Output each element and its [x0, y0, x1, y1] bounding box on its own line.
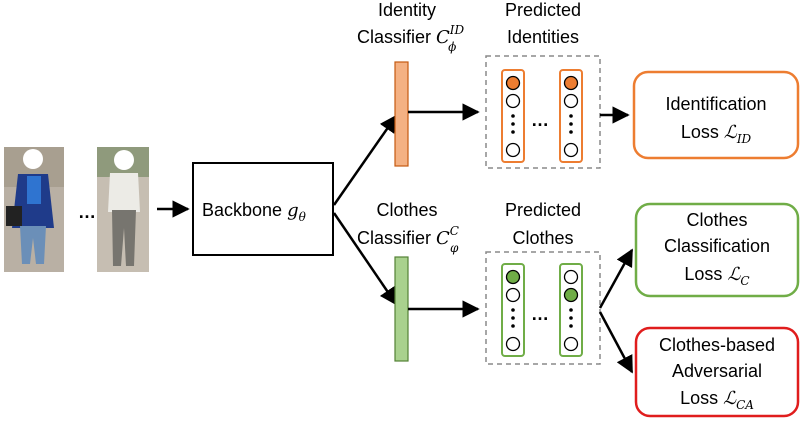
adversarial-loss-formula: Loss ℒCA: [680, 388, 754, 412]
face-blur-2: [114, 150, 134, 170]
predicted-clothes-frame: [485, 251, 601, 365]
predicted-identities-vector-1: [501, 69, 525, 163]
adversarial-loss-line1: Clothes-based: [659, 335, 775, 355]
predicted-clothes-title-2: Clothes: [512, 228, 573, 248]
adversarial-loss-box: [634, 326, 800, 418]
input-image-2: [97, 147, 149, 272]
clothes-classification-loss-box: [634, 202, 800, 298]
clothes-classifier-title: Clothes: [376, 200, 437, 220]
predicted-clothes-vector-2: [559, 263, 583, 357]
clothes-classification-loss-line1: Clothes: [686, 210, 747, 230]
arrow-to-clothes-classification-loss: [598, 248, 634, 309]
predicted-clothes-vector-1: [501, 263, 525, 357]
adversarial-loss-line2: Adversarial: [672, 361, 762, 381]
person-bag-1: [6, 206, 22, 226]
backbone-box: [192, 162, 334, 256]
identification-loss-title: Identification: [665, 94, 766, 114]
face-blur-1: [23, 149, 43, 169]
clothes-classifier-bar: [394, 256, 409, 362]
arrow-backbone-to-clothes-classifier: [332, 212, 398, 306]
arrow-backbone-to-identity-classifier: [332, 114, 398, 206]
predicted-identities-frame: [485, 55, 601, 169]
predicted-identities-title-1: Predicted: [505, 0, 581, 20]
input-image-1: [4, 147, 64, 272]
identity-classifier-bar: [394, 61, 409, 167]
predicted-identities-ellipsis: …: [531, 110, 549, 130]
identity-classifier-title: Identity: [378, 0, 436, 20]
predicted-clothes-ellipsis: …: [531, 304, 549, 324]
predicted-identities-vector-2: [559, 69, 583, 163]
predicted-clothes-title-1: Predicted: [505, 200, 581, 220]
arrow-to-adversarial-loss: [598, 311, 634, 374]
person-shirt-2: [108, 173, 140, 212]
identification-loss-formula: Loss ℒID: [681, 122, 752, 146]
identification-loss-box: [632, 70, 800, 160]
clothes-classification-loss-formula: Loss ℒC: [684, 264, 749, 288]
predicted-identities-title-2: Identities: [507, 27, 579, 47]
input-ellipsis: …: [78, 202, 96, 222]
backbone-label: Backbone gθ: [202, 200, 307, 224]
clothes-classification-loss-line2: Classification: [664, 236, 770, 256]
